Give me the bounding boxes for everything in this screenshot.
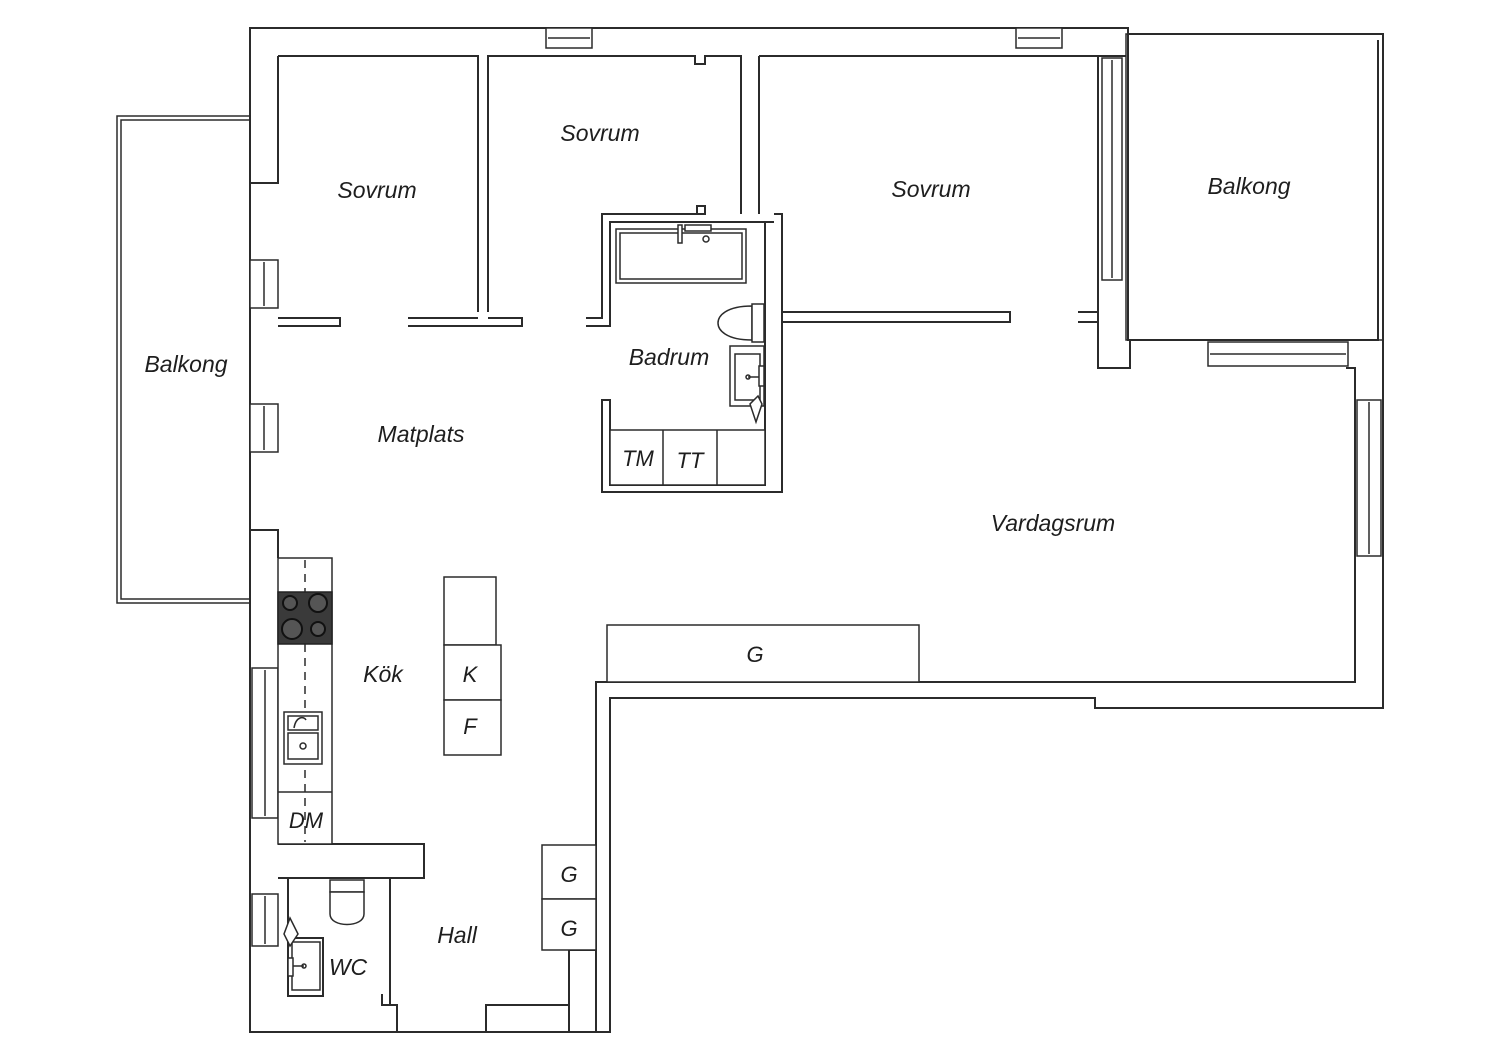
label-hall: Hall xyxy=(437,922,478,948)
windows xyxy=(249,27,1382,947)
interior-walls xyxy=(250,55,1099,1032)
laundry-cabinets xyxy=(609,429,766,486)
label-balkong-right: Balkong xyxy=(1207,173,1290,199)
label-tm: TM xyxy=(622,446,654,471)
label-sovrum-1: Sovrum xyxy=(337,177,416,203)
kitchen-sink xyxy=(283,711,323,765)
label-wc: WC xyxy=(329,954,368,980)
label-vardagsrum: Vardagsrum xyxy=(991,510,1115,536)
label-sovrum-3: Sovrum xyxy=(891,176,970,202)
label-badrum: Badrum xyxy=(629,344,710,370)
kitchen-island xyxy=(443,576,502,756)
label-g-hall-2: G xyxy=(560,916,577,941)
bathtub xyxy=(615,224,747,284)
label-dm: DM xyxy=(289,808,324,833)
toilet-bathroom xyxy=(717,303,765,343)
sink-wc xyxy=(283,916,321,991)
stove-hob xyxy=(277,591,333,645)
label-balkong-left: Balkong xyxy=(144,351,227,377)
label-g-hall-1: G xyxy=(560,862,577,887)
label-kok: Kök xyxy=(363,661,404,687)
living-closet xyxy=(606,624,920,683)
label-f: F xyxy=(463,714,478,739)
balcony-left xyxy=(116,115,251,604)
balcony-right xyxy=(1125,33,1384,341)
label-g-living: G xyxy=(746,642,763,667)
label-matplats: Matplats xyxy=(378,421,465,447)
sink-bathroom xyxy=(729,345,765,425)
label-sovrum-2: Sovrum xyxy=(560,120,639,146)
hall-closets xyxy=(541,844,597,951)
toilet-wc xyxy=(329,879,365,926)
label-tt: TT xyxy=(677,448,705,473)
label-k: K xyxy=(463,662,479,687)
